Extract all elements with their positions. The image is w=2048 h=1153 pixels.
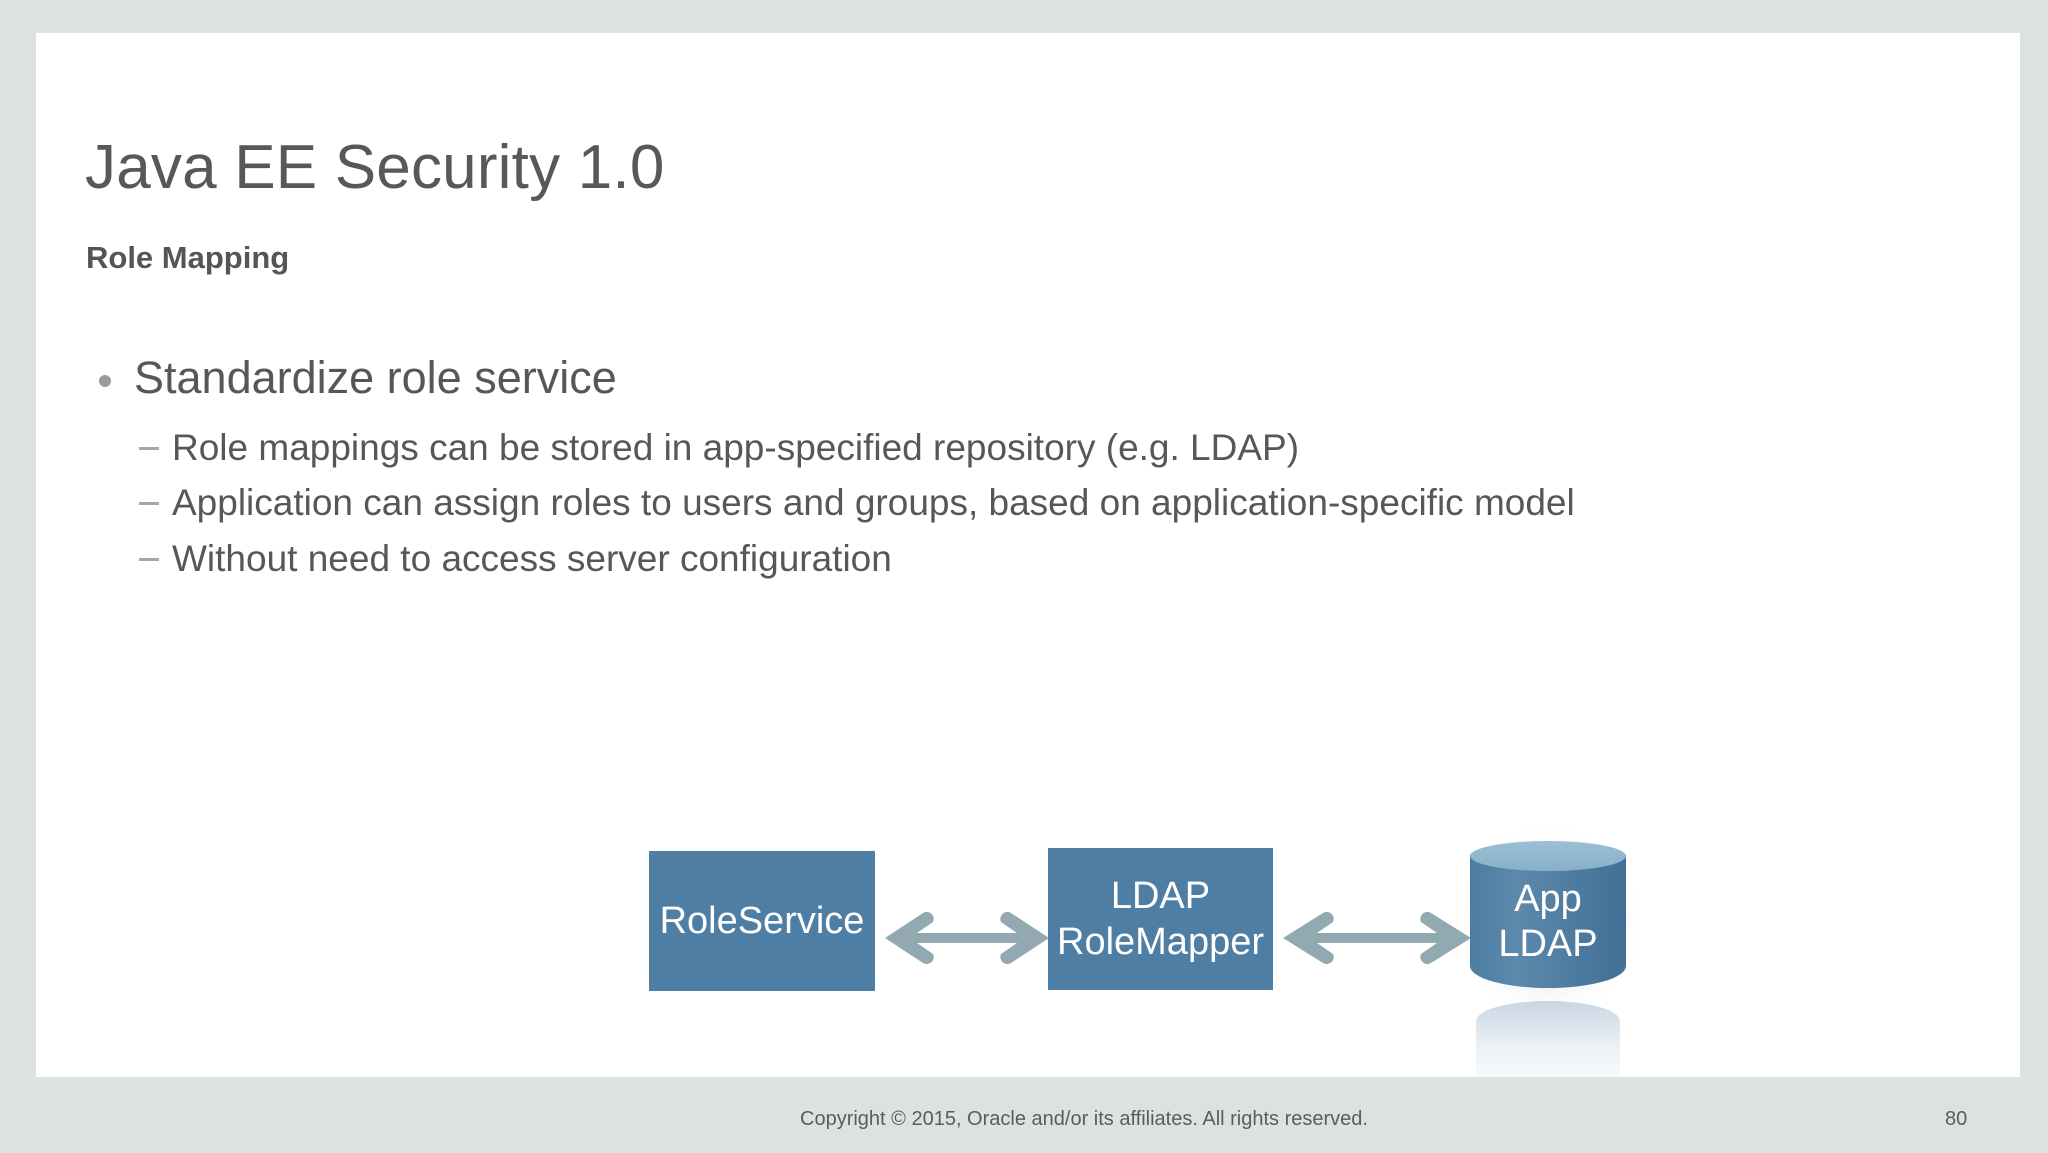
- bullet-list: Standardize role service Role mappings c…: [82, 351, 1982, 586]
- cylinder-reflection: [1476, 1001, 1620, 1077]
- cylinder-body: [1470, 855, 1626, 988]
- list-item-label: Standardize role service: [134, 352, 617, 403]
- diagram-node-label: LDAP RoleMapper: [1057, 873, 1264, 966]
- dash-bullet-icon: [139, 446, 159, 450]
- double-arrow-icon[interactable]: [881, 905, 1053, 971]
- footer-copyright: Copyright © 2015, Oracle and/or its affi…: [800, 1108, 1368, 1130]
- diagram-node-ldap-rolemapper[interactable]: LDAP RoleMapper: [1048, 848, 1273, 990]
- page-title: Java EE Security 1.0: [85, 133, 665, 202]
- list-item: Role mappings can be stored in app-speci…: [82, 420, 1982, 476]
- cylinder-top-ellipse: [1470, 841, 1626, 871]
- round-bullet-icon: [99, 375, 111, 387]
- diagram-node-label: RoleService: [659, 899, 865, 942]
- diagram-node-label: App LDAP: [1470, 863, 1626, 981]
- list-item-label: Role mappings can be stored in app-speci…: [172, 426, 1300, 468]
- footer-page-number: 80: [1945, 1108, 1968, 1130]
- role-mapping-diagram: RoleService LDAP RoleMapper App: [36, 33, 2020, 1077]
- list-item-label: Application can assign roles to users an…: [172, 482, 1575, 524]
- diagram-node-roleservice[interactable]: RoleService: [649, 851, 875, 991]
- page-subtitle: Role Mapping: [86, 240, 290, 275]
- diagram-node-label-line1: App: [1514, 878, 1582, 921]
- dash-bullet-icon: [139, 557, 159, 561]
- double-arrow-icon[interactable]: [1279, 905, 1475, 971]
- diagram-node-label-line2: RoleMapper: [1057, 921, 1264, 963]
- list-item-label: Without need to access server configurat…: [172, 537, 892, 579]
- list-item: Application can assign roles to users an…: [82, 475, 1982, 531]
- diagram-node-label-line1: LDAP: [1110, 874, 1211, 917]
- list-item: Standardize role service: [82, 351, 1982, 406]
- diagram-node-label-line2: LDAP: [1498, 923, 1598, 965]
- list-item: Without need to access server configurat…: [82, 531, 1982, 587]
- slide-canvas: Java EE Security 1.0 Role Mapping Standa…: [36, 33, 2020, 1077]
- diagram-node-app-ldap[interactable]: App LDAP: [1462, 833, 1634, 1077]
- dash-bullet-icon: [139, 502, 159, 506]
